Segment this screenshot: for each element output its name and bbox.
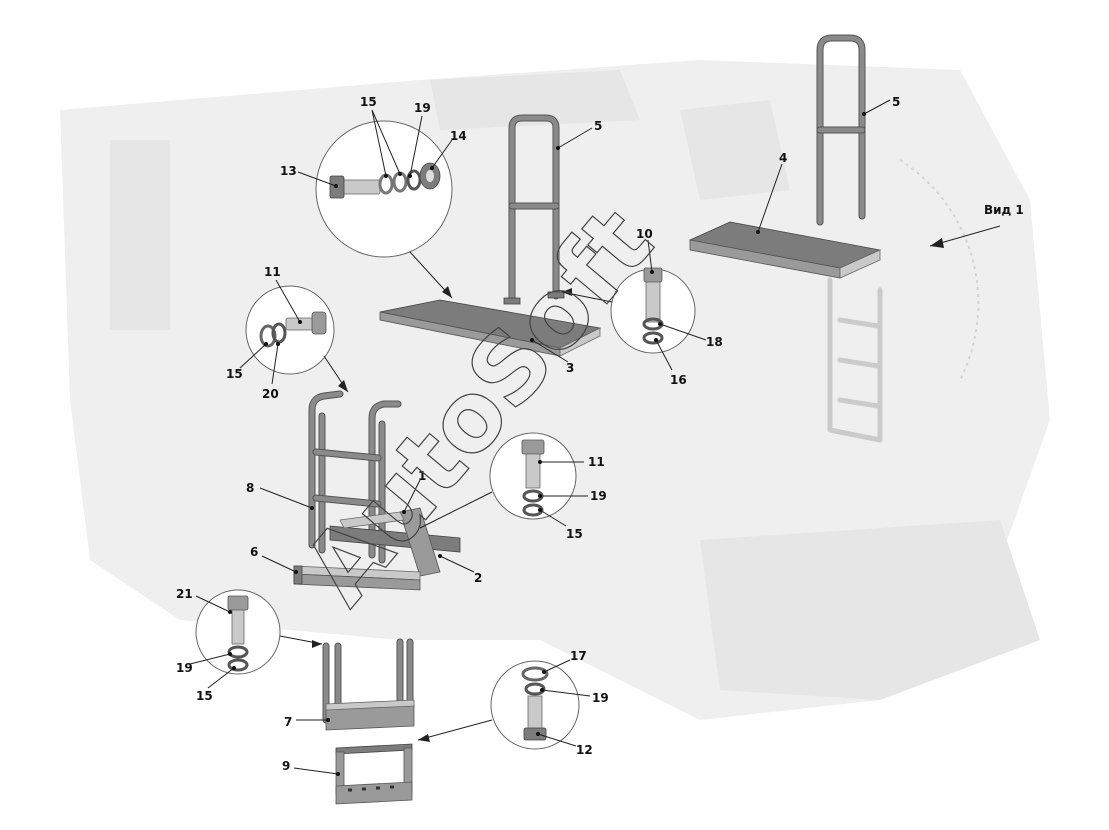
callout-20: 20 — [262, 387, 279, 401]
callout-4: 4 — [779, 151, 787, 165]
detail-circle-bolt-10 — [610, 267, 696, 354]
callout-21: 21 — [176, 587, 193, 601]
step-lower — [335, 743, 413, 805]
callout-17: 17 — [570, 649, 587, 663]
handrail-right — [816, 34, 866, 226]
callout-11-top: 11 — [264, 265, 281, 279]
detail-arrow-step — [417, 719, 493, 741]
callout-15-top: 15 — [360, 95, 377, 109]
callout-5-left: 5 — [594, 119, 602, 133]
callout-13: 13 — [280, 164, 297, 178]
callout-7: 7 — [284, 715, 292, 729]
detail-circle-bolt-21 — [195, 589, 281, 675]
handrail-left — [503, 114, 565, 305]
callout-10: 10 — [636, 227, 653, 241]
bracket-assembly — [329, 507, 461, 577]
platform-right — [688, 221, 882, 279]
callout-12: 12 — [576, 743, 593, 757]
callouts: 1 2 3 4 5 5 6 7 8 9 10 11 11 — [176, 95, 900, 776]
detail-circle-bolt-12 — [490, 660, 580, 750]
callout-6: 6 — [250, 545, 258, 559]
detail-circle-bolt-11 — [245, 285, 335, 375]
callout-19-middle: 19 — [590, 489, 607, 503]
callout-18: 18 — [706, 335, 723, 349]
callout-5-right: 5 — [892, 95, 900, 109]
callout-8: 8 — [246, 481, 254, 495]
callout-9: 9 — [282, 759, 290, 773]
callout-15-middle: 15 — [566, 527, 583, 541]
step-frame-upper — [322, 638, 415, 731]
callout-14: 14 — [450, 129, 467, 143]
detail-arrow-bracket — [419, 491, 493, 529]
background-vehicle-silhouette — [60, 60, 1050, 720]
callout-11-middle: 11 — [588, 455, 605, 469]
detail-circle-bolt-nut — [315, 120, 453, 258]
callout-15-bottom: 15 — [196, 689, 213, 703]
platform-left — [379, 299, 602, 357]
callout-1: 1 — [418, 469, 426, 483]
callout-2: 2 — [474, 571, 482, 585]
callout-19-top: 19 — [414, 101, 431, 115]
ladder-right-faded — [827, 277, 883, 443]
callout-15-left: 15 — [226, 367, 243, 381]
callout-19-bottom-right: 19 — [592, 691, 609, 705]
detail-circle-bolt-middle — [489, 432, 577, 520]
callout-19-bottom-left: 19 — [176, 661, 193, 675]
view-label: Вид 1 — [984, 203, 1024, 217]
callout-16: 16 — [670, 373, 687, 387]
callout-3: 3 — [566, 361, 574, 375]
